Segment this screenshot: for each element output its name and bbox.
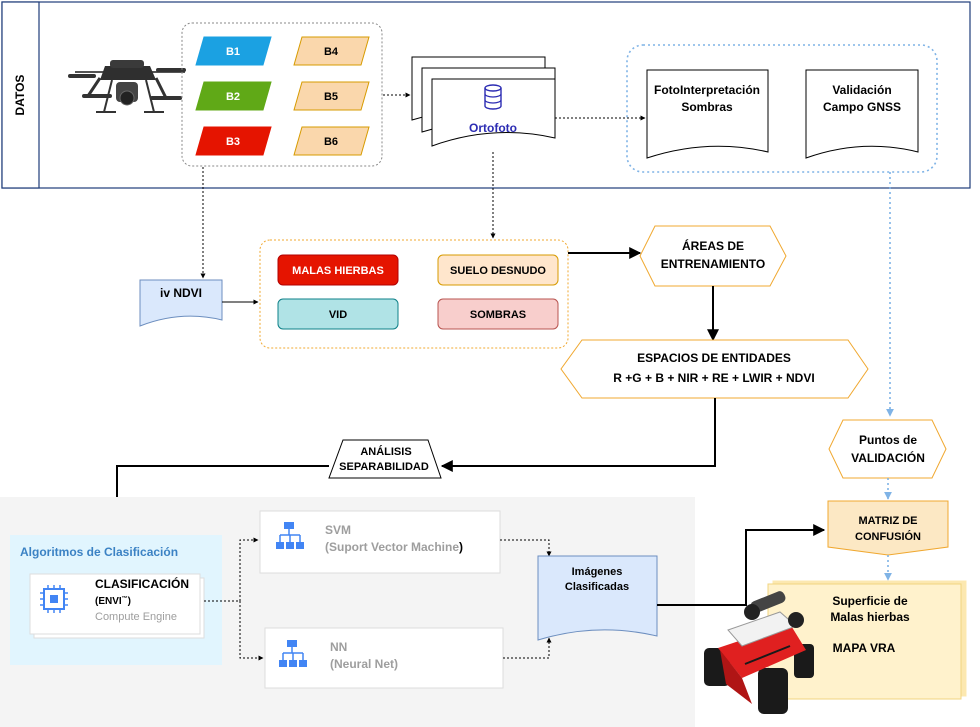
svg-text:CLASIFICACIÓN: CLASIFICACIÓN (95, 576, 189, 591)
fotointerpretacion-doc: FotoInterpretación Sombras (646, 69, 769, 159)
class-vid: VID (277, 298, 399, 330)
svg-text:SUELO DESNUDO: SUELO DESNUDO (450, 265, 546, 277)
svg-text:FotoInterpretación: FotoInterpretación (654, 83, 760, 97)
svg-text:VALIDACIÓN: VALIDACIÓN (851, 450, 925, 465)
svg-text:B5: B5 (324, 91, 338, 103)
ndvi-doc: iv NDVI (139, 279, 223, 327)
svg-text:Puntos de: Puntos de (859, 433, 917, 447)
ortofoto-label: Ortofoto (469, 121, 517, 135)
svg-text:iv NDVI: iv NDVI (160, 286, 202, 300)
matriz-confusion: MATRIZ DE CONFUSIÓN (827, 500, 949, 556)
imagenes-clasificadas-doc: Imágenes Clasificadas (537, 555, 658, 641)
validacion-gnss-doc: Validación Campo GNSS (805, 69, 919, 159)
arrow-to-svm (239, 537, 259, 601)
arrow-to-nn (239, 601, 264, 661)
svg-text:Clasificadas: Clasificadas (565, 581, 629, 593)
arrow-imagenes-to-matriz (657, 524, 826, 606)
svm-card: SVM (Suport Vector Machine) (259, 510, 501, 574)
band-b4: B4 (293, 36, 370, 66)
svg-text:Malas hierbas: Malas hierbas (830, 610, 910, 624)
analisis-separabilidad: ANÁLISIS SEPARABILIDAD (328, 439, 442, 479)
class-suelo-desnudo: SUELO DESNUDO (437, 254, 559, 286)
class-malas-hierbas: MALAS HIERBAS (277, 254, 399, 286)
band-b6: B6 (293, 126, 370, 156)
svg-text:MAPA VRA: MAPA VRA (833, 641, 896, 655)
svg-text:(Neural Net): (Neural Net) (330, 657, 398, 671)
svg-text:ESPACIOS DE ENTIDADES: ESPACIOS DE ENTIDADES (637, 351, 791, 365)
arrow-espacios-to-analisis (440, 398, 716, 472)
espacios-entidades: ESPACIOS DE ENTIDADES R +G + B + NIR + R… (560, 339, 869, 399)
arrow-svm-to-imagenes (500, 539, 552, 557)
clasificacion-card: CLASIFICACIÓN (ENVI™) Compute Engine (29, 573, 205, 639)
puntos-validacion: Puntos de VALIDACIÓN (828, 419, 947, 479)
svg-text:SVM: SVM (325, 523, 351, 537)
robot-icon (704, 591, 814, 714)
svg-text:SOMBRAS: SOMBRAS (470, 309, 526, 321)
svg-text:B1: B1 (226, 46, 240, 58)
svg-text:Sombras: Sombras (681, 100, 733, 114)
band-b2: B2 (195, 81, 272, 111)
svg-text:B3: B3 (226, 136, 240, 148)
svg-text:Superficie de: Superficie de (832, 594, 908, 608)
svg-text:B4: B4 (324, 46, 339, 58)
svg-text:Campo GNSS: Campo GNSS (823, 100, 901, 114)
svg-text:MALAS HIERBAS: MALAS HIERBAS (292, 265, 384, 277)
svg-text:(ENVI™): (ENVI™) (95, 595, 131, 607)
band-b3: B3 (195, 126, 272, 156)
datos-label: DATOS (13, 75, 27, 116)
svg-text:VID: VID (329, 309, 347, 321)
bands-group (181, 22, 383, 167)
svg-text:SEPARABILIDAD: SEPARABILIDAD (339, 461, 429, 473)
svg-text:MATRIZ DE: MATRIZ DE (858, 515, 917, 527)
database-icon (484, 84, 502, 110)
svg-text:B6: B6 (324, 136, 338, 148)
areas-entrenamiento: ÁREAS DE ENTRENAMIENTO (639, 225, 787, 287)
network-icon (279, 640, 307, 667)
svg-text:B2: B2 (226, 91, 240, 103)
drone-icon (68, 60, 186, 113)
classes-group (259, 239, 569, 349)
validation-docs-group (626, 44, 938, 173)
arrow-nn-to-imagenes (503, 637, 552, 659)
svg-text:ENTRENAMIENTO: ENTRENAMIENTO (661, 257, 765, 271)
ortofoto-stack (411, 56, 556, 147)
svg-text:(Suport Vector Machine): (Suport Vector Machine) (325, 540, 463, 554)
nn-card: NN (Neural Net) (264, 627, 504, 689)
superficie-doc: Superficie de Malas hierbas MAPA VRA (767, 580, 967, 700)
processor-icon (40, 585, 68, 613)
svg-text:ANÁLISIS: ANÁLISIS (360, 445, 411, 458)
algoritmos-title: Algoritmos de Clasificación (20, 545, 178, 559)
svg-text:Validación: Validación (832, 83, 891, 97)
network-icon (276, 522, 304, 549)
svg-text:Imágenes: Imágenes (572, 566, 623, 578)
band-b1: B1 (195, 36, 272, 66)
band-b5: B5 (293, 81, 370, 111)
svg-text:R +G + B + NIR + RE + LWIR + N: R +G + B + NIR + RE + LWIR + NDVI (613, 371, 814, 385)
class-sombras: SOMBRAS (437, 298, 559, 330)
svg-text:ÁREAS DE: ÁREAS DE (682, 238, 744, 253)
svg-text:CONFUSIÓN: CONFUSIÓN (855, 530, 921, 543)
svg-text:Compute Engine: Compute Engine (95, 611, 177, 623)
svg-text:NN: NN (330, 640, 347, 654)
